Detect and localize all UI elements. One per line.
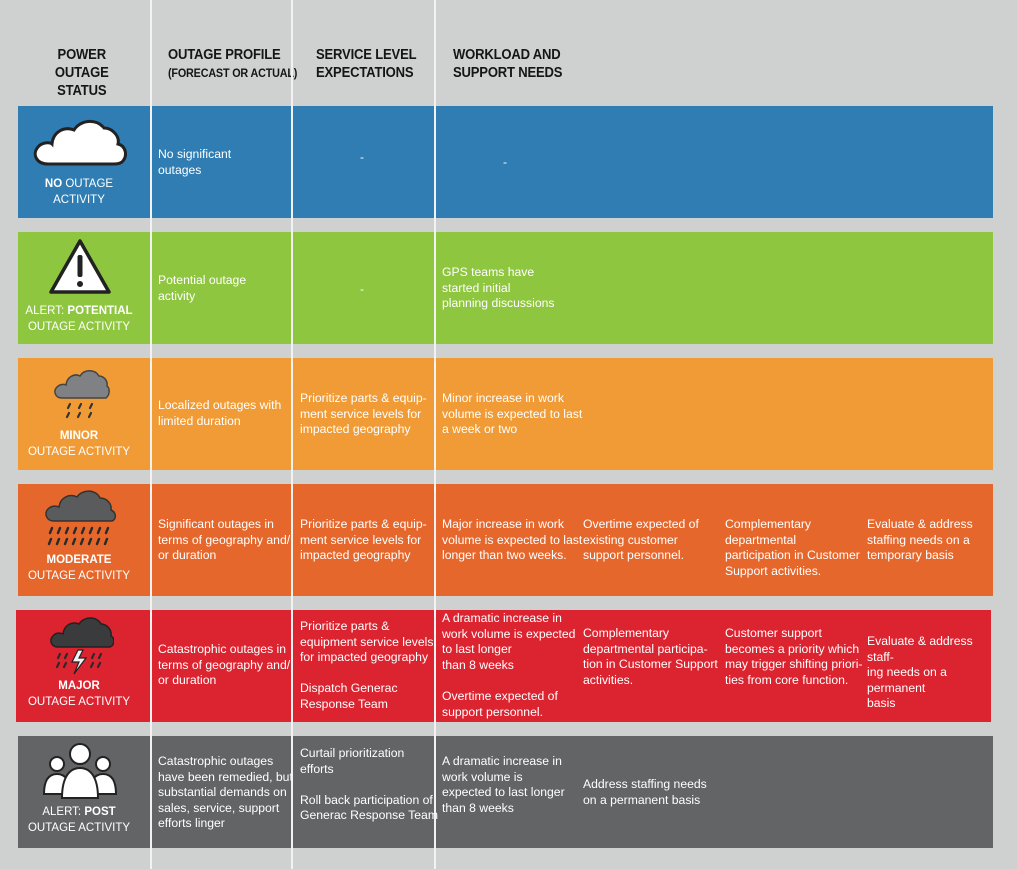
row-major-outage: MAJOR OUTAGE ACTIVITY Catastrophic outag… (16, 610, 991, 722)
column-divider (150, 0, 152, 869)
workload-text-2: Address staffing needs on a permanent ba… (583, 777, 707, 807)
service-text: Prioritize parts & equip- ment service l… (300, 391, 427, 437)
service-text: Curtail prioritization efforts Roll back… (300, 746, 438, 823)
status-label: NO OUTAGE ACTIVITY (44, 178, 114, 206)
column-divider (291, 0, 293, 869)
header-status: POWER OUTAGE STATUS (54, 47, 109, 99)
header-profile-subtitle: (FORECAST OR ACTUAL) (168, 66, 298, 80)
row-potential-outage: ALERT: POTENTIAL OUTAGE ACTIVITY Potenti… (18, 232, 993, 344)
header-profile: OUTAGE PROFILE (FORECAST OR ACTUAL) (168, 46, 297, 82)
warning-triangle-icon (49, 239, 111, 294)
workload-text-3: Complementary departmental participation… (725, 517, 860, 578)
header-service: SERVICE LEVEL EXPECTATIONS (316, 47, 417, 81)
row-moderate-outage: MODERATE OUTAGE ACTIVITY Significant out… (18, 484, 993, 596)
service-text: Prioritize parts & equipment service lev… (300, 619, 434, 711)
people-group-icon (42, 743, 118, 799)
workload-text-4: Evaluate & address staff- ing needs on a… (867, 634, 973, 711)
profile-text: Catastrophic outages have been remedied,… (158, 754, 293, 831)
storm-cloud-icon (50, 617, 114, 675)
status-label: ALERT: POST OUTAGE ACTIVITY (27, 806, 131, 834)
workload-text-1: Major increase in work volume is expecte… (442, 517, 583, 563)
service-text: - (360, 282, 365, 296)
workload-text-1: A dramatic increase in work volume is ex… (442, 611, 576, 719)
row-post-outage: ALERT: POST OUTAGE ACTIVITY Catastrophic… (18, 736, 993, 848)
status-label: MAJOR OUTAGE ACTIVITY (27, 680, 131, 708)
column-divider (434, 0, 436, 869)
workload-text-1: Minor increase in work volume is expecte… (442, 391, 583, 437)
cloud-icon (33, 120, 127, 166)
service-text: - (360, 150, 365, 164)
workload-text-1: A dramatic increase in work volume is ex… (442, 754, 565, 815)
row-minor-outage: MINOR OUTAGE ACTIVITY Localized outages … (18, 358, 993, 470)
light-rain-cloud-icon (54, 370, 110, 419)
service-text: Prioritize parts & equip- ment service l… (300, 517, 427, 563)
header-profile-title: OUTAGE PROFILE (168, 47, 281, 63)
workload-text-2: Overtime expected of existing customer s… (583, 517, 699, 563)
profile-text: Significant outages in terms of geograph… (158, 517, 291, 563)
workload-text-1: GPS teams have started initial planning … (442, 265, 555, 311)
profile-text: Catastrophic outages in terms of geograp… (158, 642, 291, 688)
status-label: MODERATE OUTAGE ACTIVITY (27, 554, 131, 582)
status-label: ALERT: POTENTIAL OUTAGE ACTIVITY (25, 305, 133, 333)
profile-text: Potential outage activity (158, 273, 247, 303)
workload-text-4: Evaluate & address staffing needs on a t… (867, 517, 973, 563)
row-no-outage: NO OUTAGE ACTIVITY No significant outage… (18, 106, 993, 218)
header-workload: WORKLOAD AND SUPPORT NEEDS (453, 47, 563, 81)
workload-text-1: - (503, 155, 508, 169)
status-label: MINOR OUTAGE ACTIVITY (27, 430, 131, 458)
workload-text-2: Complementary departmental participa- ti… (583, 626, 718, 687)
workload-text-3: Customer support becomes a priority whic… (725, 626, 863, 687)
profile-text: No significant outages (158, 147, 232, 177)
heavy-rain-cloud-icon (45, 490, 116, 546)
profile-text: Localized outages with limited duration (158, 398, 282, 428)
